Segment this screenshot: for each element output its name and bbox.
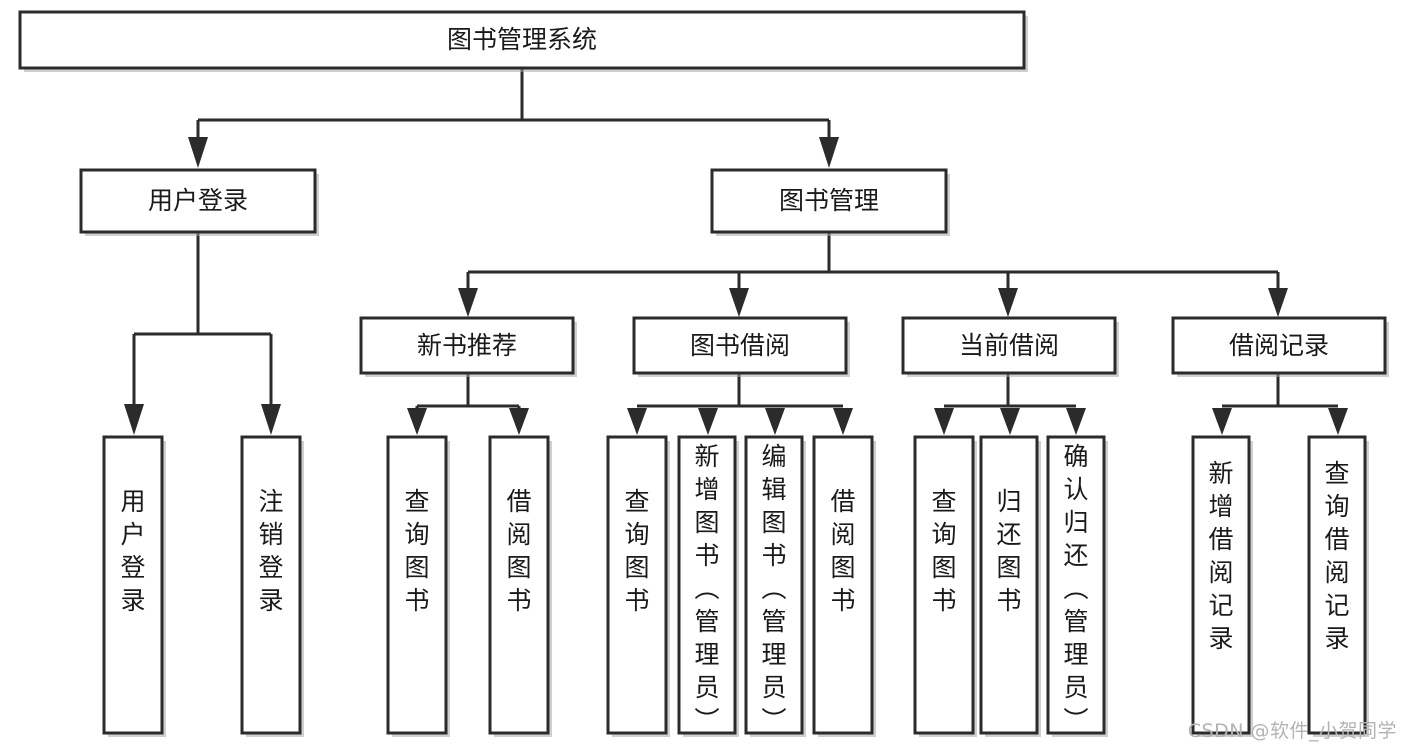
node-user-login-label: 用户登录 <box>148 186 248 215</box>
node-leaf-add-record[interactable]: 新增借阅记录 <box>1191 435 1253 737</box>
node-leaf-confirm-return-label: 确认归还︵管理员︶ <box>1063 442 1088 735</box>
node-leaf-return-book-label: 归还图书 <box>996 487 1021 615</box>
node-book-manage-label: 图书管理 <box>779 186 879 215</box>
node-leaf-query-record[interactable]: 查询借阅记录 <box>1307 435 1369 737</box>
arrow-head-leaf-add-record <box>1212 408 1232 435</box>
node-leaf-query-book-3[interactable]: 查询图书 <box>913 435 977 737</box>
node-new-book-recommend-label: 新书推荐 <box>417 331 517 360</box>
connector-group-new-book-recommend <box>407 373 529 435</box>
node-leaf-query-record-label: 查询借阅记录 <box>1324 459 1349 653</box>
connector-group-root <box>188 68 839 168</box>
node-leaf-add-record-label: 新增借阅记录 <box>1208 459 1233 653</box>
node-leaf-query-book-3-label: 查询图书 <box>931 487 956 615</box>
node-new-book-recommend[interactable]: 新书推荐 <box>359 316 577 377</box>
node-leaf-query-book-1-label: 查询图书 <box>404 487 429 615</box>
node-leaf-user-login[interactable]: 用户登录 <box>102 435 166 737</box>
node-borrow-record-label: 借阅记录 <box>1229 331 1329 360</box>
node-book-manage[interactable]: 图书管理 <box>710 168 950 236</box>
node-leaf-borrow-book-2-label: 借阅图书 <box>830 487 855 615</box>
node-leaf-user-logout-label: 注销登录 <box>258 487 283 615</box>
node-leaf-return-book[interactable]: 归还图书 <box>979 435 1041 737</box>
arrow-head-leaf-query-book-3 <box>934 408 954 435</box>
arrow-head-borrow-record <box>1268 288 1288 317</box>
connector-group-book-manage <box>458 232 1288 317</box>
arrow-head-leaf-edit-book <box>765 408 785 435</box>
node-root-label: 图书管理系统 <box>447 25 597 54</box>
connector-group-borrow-record <box>1212 373 1348 435</box>
connector-group-user-login <box>124 232 281 435</box>
arrow-head-leaf-query-book-1 <box>407 408 427 435</box>
arrow-head-book-borrow <box>729 288 749 317</box>
node-borrow-record[interactable]: 借阅记录 <box>1171 316 1389 377</box>
node-book-borrow[interactable]: 图书借阅 <box>632 316 850 377</box>
node-current-borrow-label: 当前借阅 <box>959 331 1059 360</box>
arrow-head-leaf-user-login <box>124 404 144 435</box>
connector-group-current-borrow <box>934 373 1086 435</box>
csdn-watermark: CSDN @软件_小贺同学 <box>1187 720 1397 742</box>
node-current-borrow[interactable]: 当前借阅 <box>901 316 1119 377</box>
arrow-head-leaf-confirm-return <box>1066 408 1086 435</box>
node-leaf-confirm-return[interactable]: 确认归还︵管理员︶ <box>1046 435 1108 737</box>
node-user-login[interactable]: 用户登录 <box>79 168 319 236</box>
node-leaf-query-book-1[interactable]: 查询图书 <box>386 435 450 737</box>
arrow-head-leaf-borrow-book-1 <box>509 408 529 435</box>
node-root[interactable]: 图书管理系统 <box>18 10 1028 72</box>
arrow-head-current-borrow <box>998 288 1018 317</box>
arrow-head-leaf-add-book <box>698 408 718 435</box>
node-leaf-borrow-book-1[interactable]: 借阅图书 <box>488 435 552 737</box>
arrow-head-leaf-borrow-book-2 <box>833 408 853 435</box>
node-leaf-borrow-book-2[interactable]: 借阅图书 <box>812 435 876 737</box>
node-leaf-user-login-label: 用户登录 <box>120 487 145 615</box>
arrow-head-leaf-user-logout <box>261 404 281 435</box>
arrow-head-leaf-return-book <box>1000 408 1020 435</box>
node-leaf-add-book-label: 新增图书︵管理员︶ <box>694 442 719 735</box>
node-book-borrow-label: 图书借阅 <box>690 331 790 360</box>
arrow-head-leaf-query-book-2 <box>627 408 647 435</box>
node-leaf-borrow-book-1-label: 借阅图书 <box>506 487 531 615</box>
node-leaf-user-logout[interactable]: 注销登录 <box>240 435 304 737</box>
node-leaf-query-book-2-label: 查询图书 <box>624 487 649 615</box>
arrow-head-new-book-recommend <box>458 288 478 317</box>
node-leaf-edit-book-label: 编辑图书︵管理员︶ <box>761 442 786 735</box>
node-leaf-edit-book[interactable]: 编辑图书︵管理员︶ <box>744 435 806 737</box>
arrow-head-leaf-query-record <box>1328 408 1348 435</box>
arrow-head-book-manage <box>819 137 839 168</box>
node-leaf-query-book-2[interactable]: 查询图书 <box>606 435 670 737</box>
node-leaf-add-book[interactable]: 新增图书︵管理员︶ <box>677 435 739 737</box>
connector-group-book-borrow <box>627 373 853 435</box>
arrow-head-user-login <box>188 137 208 168</box>
